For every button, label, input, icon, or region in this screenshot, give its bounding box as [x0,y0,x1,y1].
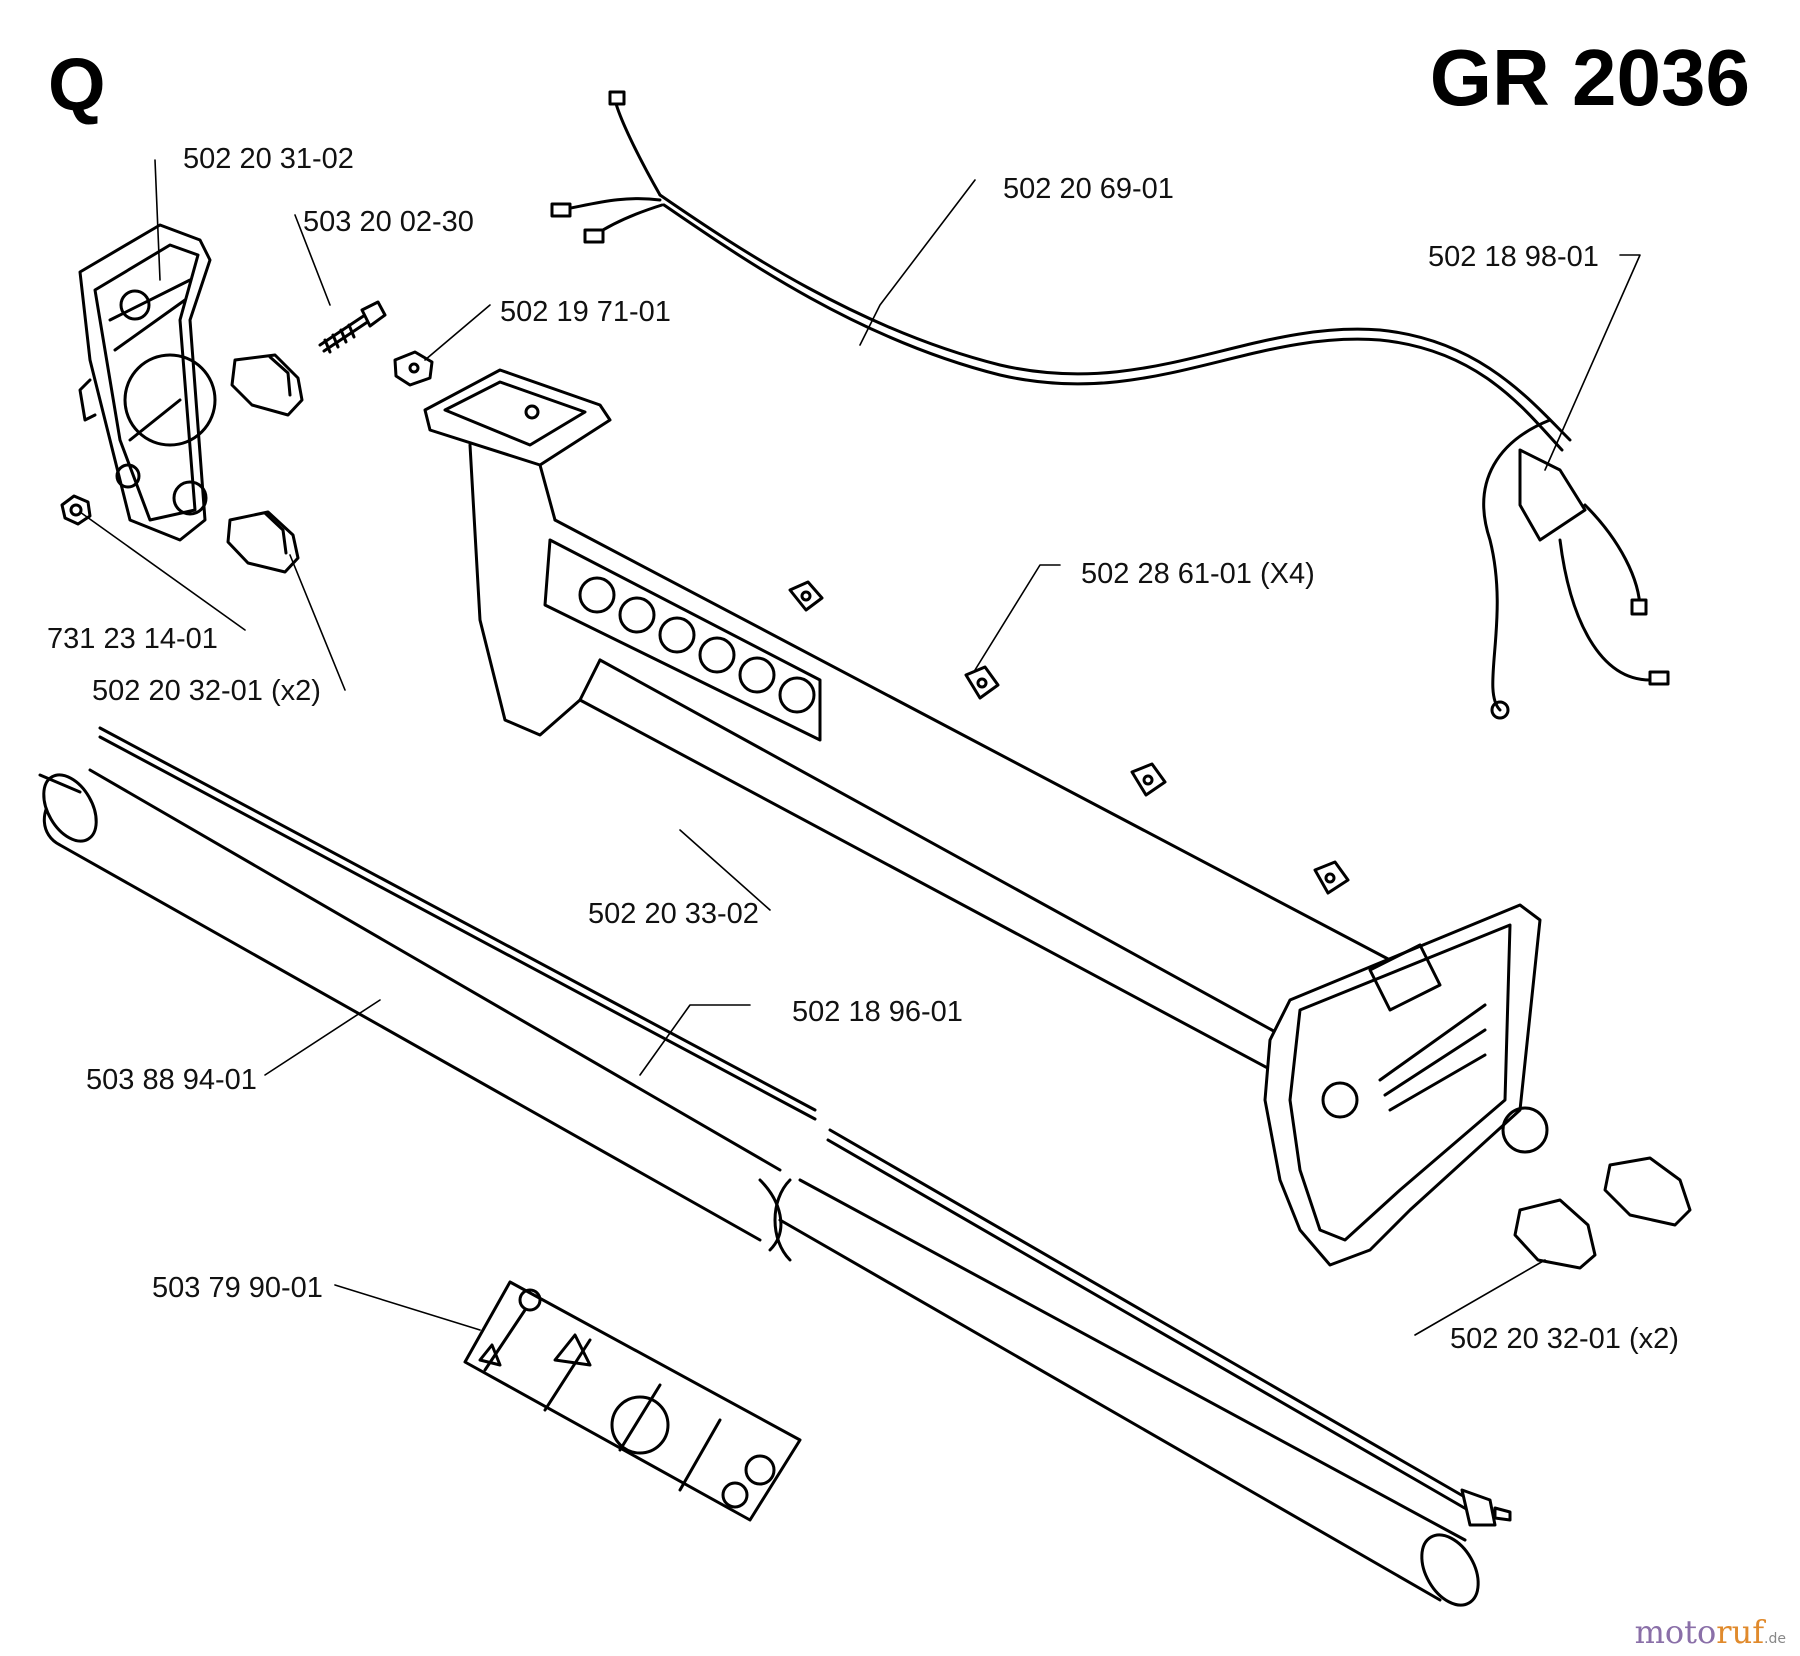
cable-clip-3 [1130,762,1167,797]
handle-bracket [78,223,217,542]
part-label-502-19-71-01: 502 19 71-01 [500,296,671,328]
part-label-503-79-90-01: 503 79 90-01 [152,1272,323,1304]
grip-plug-rear-lower [1513,1198,1597,1270]
warning-decal [463,1280,802,1522]
cable-harness [550,90,1670,720]
watermark-part-2: ruf [1716,1613,1765,1651]
part-label-502-20-69-01: 502 20 69-01 [1003,173,1174,205]
part-label-502-28-61-01: 502 28 61-01 (X4) [1081,558,1315,590]
nut [60,494,92,526]
drive-shaft [98,726,1512,1527]
cable-clip-1 [788,580,824,612]
cable-clip-2 [964,665,1000,700]
leader-lines [79,159,1641,1336]
drive-tube [38,768,1480,1607]
model-title: GR 2036 [1429,33,1750,122]
part-label-502-18-98-01: 502 18 98-01 [1428,241,1599,273]
watermark-part-1: moto [1634,1613,1717,1651]
watermark-part-3: .de [1764,1631,1786,1647]
grip-plug-rear-upper [1603,1156,1692,1227]
part-label-502-20-32-01-front: 502 20 32-01 (x2) [92,675,321,707]
part-label-503-20-02-30: 503 20 02-30 [303,206,474,238]
part-label-503-88-94-01: 503 88 94-01 [86,1064,257,1096]
section-letter: Q [48,43,106,126]
part-label-502-20-31-02: 502 20 31-02 [183,143,354,175]
part-label-731-23-14-01: 731 23 14-01 [47,623,218,655]
square-nut [393,350,434,387]
cable-clip-4 [1313,860,1350,895]
part-label-502-20-32-01-rear: 502 20 32-01 (x2) [1450,1323,1679,1355]
part-label-502-18-96-01: 502 18 96-01 [792,996,963,1028]
grip-plug-upper [230,353,304,417]
part-label-502-20-33-02: 502 20 33-02 [588,898,759,930]
shaft-housing [423,368,1549,1267]
screw [318,300,387,354]
watermark-logo: motoruf.de [1635,1616,1786,1648]
grip-plug-lower [226,510,300,574]
